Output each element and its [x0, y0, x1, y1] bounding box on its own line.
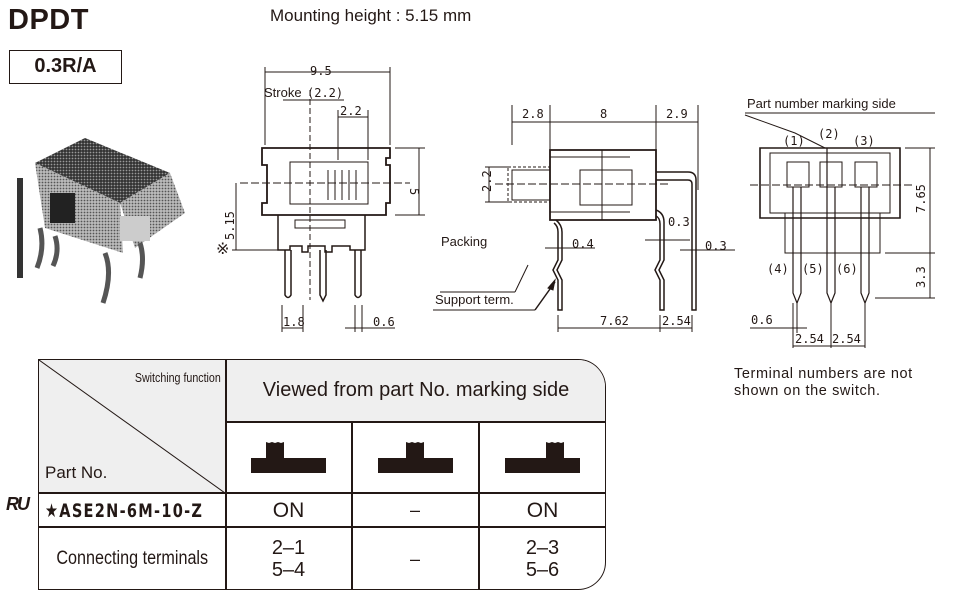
- product-photo: [17, 138, 185, 304]
- dim-t3: 0.3: [705, 239, 727, 253]
- front-view-drawing: 9.5 Stroke (2.2) 2.2 5 5.15 ※ 1.8 0.6: [216, 64, 425, 332]
- dim-knob-height: 2.2: [480, 170, 494, 192]
- grid-line: [39, 492, 605, 494]
- connecting-terminals-label: Connecting terminals: [56, 548, 208, 569]
- dim-pitch-b: 2.54: [832, 332, 861, 346]
- dim-pin-length: 3.3: [914, 266, 928, 288]
- mounting-height: Mounting height : 5.15 mm: [270, 6, 472, 25]
- switching-table: Switching function Part No. Viewed from …: [38, 359, 606, 590]
- dim-mount-height: 5.15: [223, 211, 237, 240]
- dim-pin-offset: 1.8: [283, 315, 305, 329]
- dim-pitch1: 7.62: [600, 314, 629, 328]
- dim-terminal-pin-width: 0.6: [751, 313, 773, 327]
- mount-mark-icon: ※: [216, 239, 229, 258]
- marking-side-label: Part number marking side: [747, 96, 896, 111]
- support-term-label: Support term.: [435, 292, 514, 307]
- switching-function-label: Switching function: [135, 370, 221, 385]
- position-left-cell: [226, 422, 351, 492]
- slider-center-icon: [377, 442, 453, 473]
- connection-left-1: 2–1: [271, 537, 306, 559]
- part-number-cell: ★ASE2N-6M-10-Z: [39, 494, 225, 527]
- connection-center: –: [409, 548, 420, 569]
- connection-left: 2–1 5–4: [226, 528, 351, 589]
- dim-t2: 0.3: [668, 215, 690, 229]
- dim-width: 9.5: [310, 64, 332, 78]
- dim-right: 2.9: [666, 107, 688, 121]
- dim-knob: 2.2: [340, 104, 362, 118]
- stroke-label: Stroke: [264, 85, 302, 100]
- part-no-label: Part No.: [45, 463, 108, 482]
- grid-line: [478, 421, 480, 589]
- grid-line: [225, 360, 227, 589]
- grid-line: [225, 421, 605, 423]
- part-number: ★ASE2N-6M-10-Z: [45, 499, 204, 522]
- state-right: ON: [526, 498, 559, 522]
- connection-right: 2–3 5–6: [479, 528, 605, 589]
- rating-badge: 0.3R/A: [9, 50, 122, 84]
- diagonal-divider: [39, 360, 225, 493]
- dim-body-height: 5: [407, 188, 421, 195]
- connection-right-1: 2–3: [525, 537, 560, 559]
- dim-pin-width: 0.6: [373, 315, 395, 329]
- connection-left-2: 5–4: [271, 559, 306, 581]
- product-title: DPDT: [8, 4, 89, 36]
- terminal-note: Terminal numbers are not shown on the sw…: [734, 366, 913, 399]
- packing-label: Packing: [441, 234, 487, 249]
- terminal-2: (2): [818, 127, 840, 141]
- terminal-view-drawing: Part number marking side (1) (2) (3) (4)…: [744, 96, 935, 348]
- grid-line: [351, 421, 353, 589]
- table-corner-cell: Switching function Part No.: [39, 360, 225, 493]
- dim-body: 8: [600, 107, 607, 121]
- viewed-header: Viewed from part No. marking side: [226, 360, 605, 421]
- terminal-4: (4): [767, 262, 789, 276]
- slider-left-icon: [251, 442, 326, 473]
- grid-line: [39, 526, 605, 528]
- terminal-5: (5): [802, 262, 824, 276]
- position-right-cell: [479, 422, 605, 492]
- position-center-cell: [352, 422, 478, 492]
- dim-stroke: (2.2): [307, 86, 343, 100]
- connecting-label-cell: Connecting terminals: [39, 528, 225, 589]
- ul-recognition-icon: RU: [6, 494, 30, 514]
- state-left: ON: [272, 498, 305, 522]
- dim-pitch-a: 2.54: [795, 332, 824, 346]
- terminal-6: (6): [836, 262, 858, 276]
- slider-right-icon: [505, 442, 580, 473]
- dim-left: 2.8: [522, 107, 544, 121]
- dim-height: 7.65: [914, 184, 928, 213]
- dim-pitch2: 2.54: [662, 314, 691, 328]
- side-view-drawing: 2.8 8 2.9 2.2 Packing Support term. 0.4 …: [433, 105, 735, 332]
- terminal-1: (1): [783, 134, 805, 148]
- terminal-3: (3): [853, 134, 875, 148]
- connection-right-2: 5–6: [525, 559, 560, 581]
- state-center: –: [409, 500, 420, 520]
- dim-t1: 0.4: [572, 237, 594, 251]
